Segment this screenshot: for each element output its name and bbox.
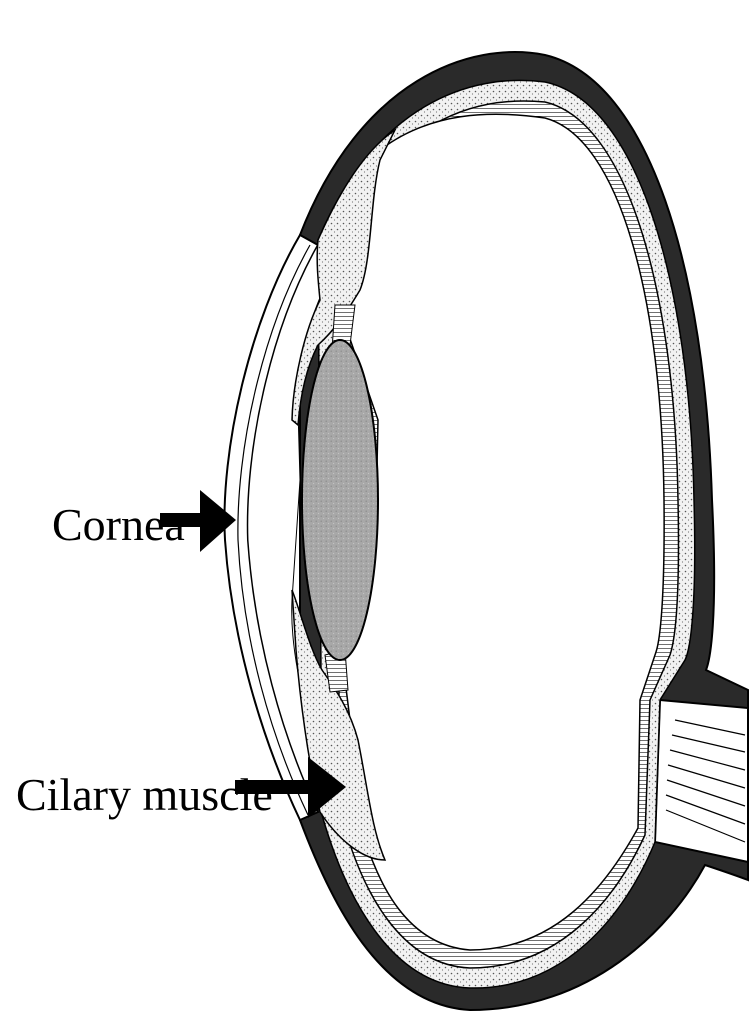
lens xyxy=(302,340,378,660)
vitreous-body xyxy=(340,114,664,950)
ciliary-muscle-label: Cilary muscle xyxy=(16,769,273,820)
